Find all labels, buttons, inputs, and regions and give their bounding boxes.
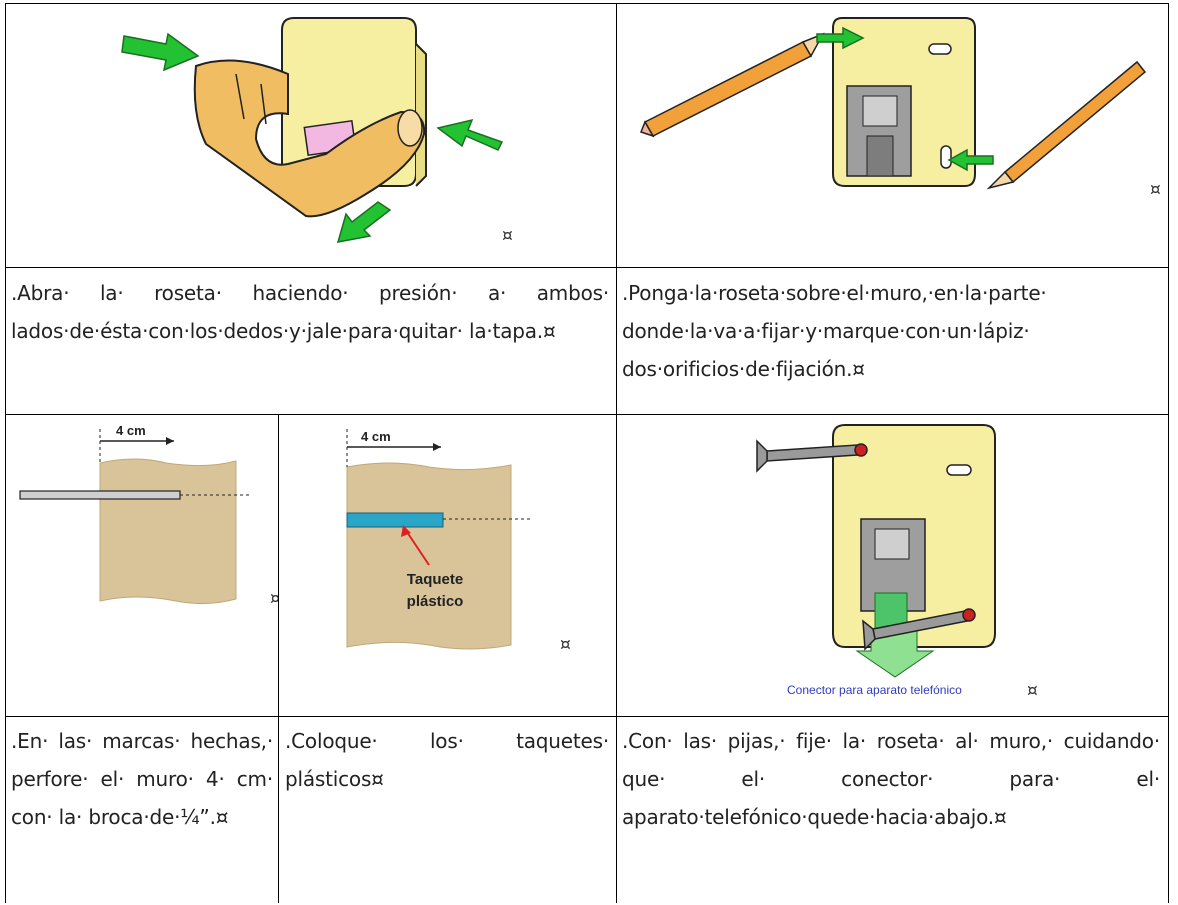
instructions-table: ¤ ¤ .Abra· la· roseta· haci [5, 3, 1169, 903]
step-3-text: .En· las· marcas· hechas,· perfore· el· … [11, 729, 273, 829]
row-divider-1 [5, 267, 1169, 268]
figure-insert-plug: 4 cm Taquete plástico ¤ [279, 415, 616, 716]
figure-open-rosette: ¤ [6, 4, 616, 267]
plastic-plug-wall-illustration: 4 cm [346, 429, 531, 650]
row-divider-2 [5, 414, 1169, 415]
cell-end-mark: ¤ [270, 589, 278, 609]
figure-mark-holes: ¤ [617, 4, 1168, 267]
cell-end-mark: ¤ [1027, 681, 1038, 701]
plug-callout: Taquete plástico [406, 571, 464, 610]
dimension-label-plug: 4 cm [361, 429, 391, 444]
step-4-text: .Coloque· los· taquetes· plásticos¤ [285, 729, 609, 791]
cell-end-mark: ¤ [1150, 180, 1161, 200]
drill-bit-wall-illustration: 4 cm [19, 423, 252, 605]
cell-end-mark: ¤ [560, 635, 571, 655]
pencil-marking-illustration [640, 17, 1147, 190]
table-border-left [5, 3, 6, 903]
screws-rosette-illustration [756, 424, 996, 678]
hand-opening-rosette-illustration [121, 17, 504, 243]
cell-end-mark: ¤ [502, 226, 513, 246]
figure-fix-screws: Conector para aparato telefónico ¤ [617, 415, 1168, 716]
column-divider [616, 3, 617, 903]
table-border-right [1168, 3, 1169, 903]
row-divider-3 [5, 716, 1169, 717]
step-5-text: .Con· las· pijas,· fije· la· roseta· al·… [622, 729, 1160, 829]
connector-caption: Conector para aparato telefónico [787, 683, 962, 697]
step-2-text: .Ponga·la·roseta·sobre·el·muro,·en·la·pa… [622, 281, 1047, 381]
table-border-top [5, 3, 1169, 4]
dimension-label-drill: 4 cm [116, 423, 146, 438]
step-1-text: .Abra· la· roseta· haciendo· presión· a·… [11, 281, 609, 343]
figure-drill-hole: 4 cm ¤ [6, 415, 278, 716]
sub-column-divider [278, 414, 279, 903]
